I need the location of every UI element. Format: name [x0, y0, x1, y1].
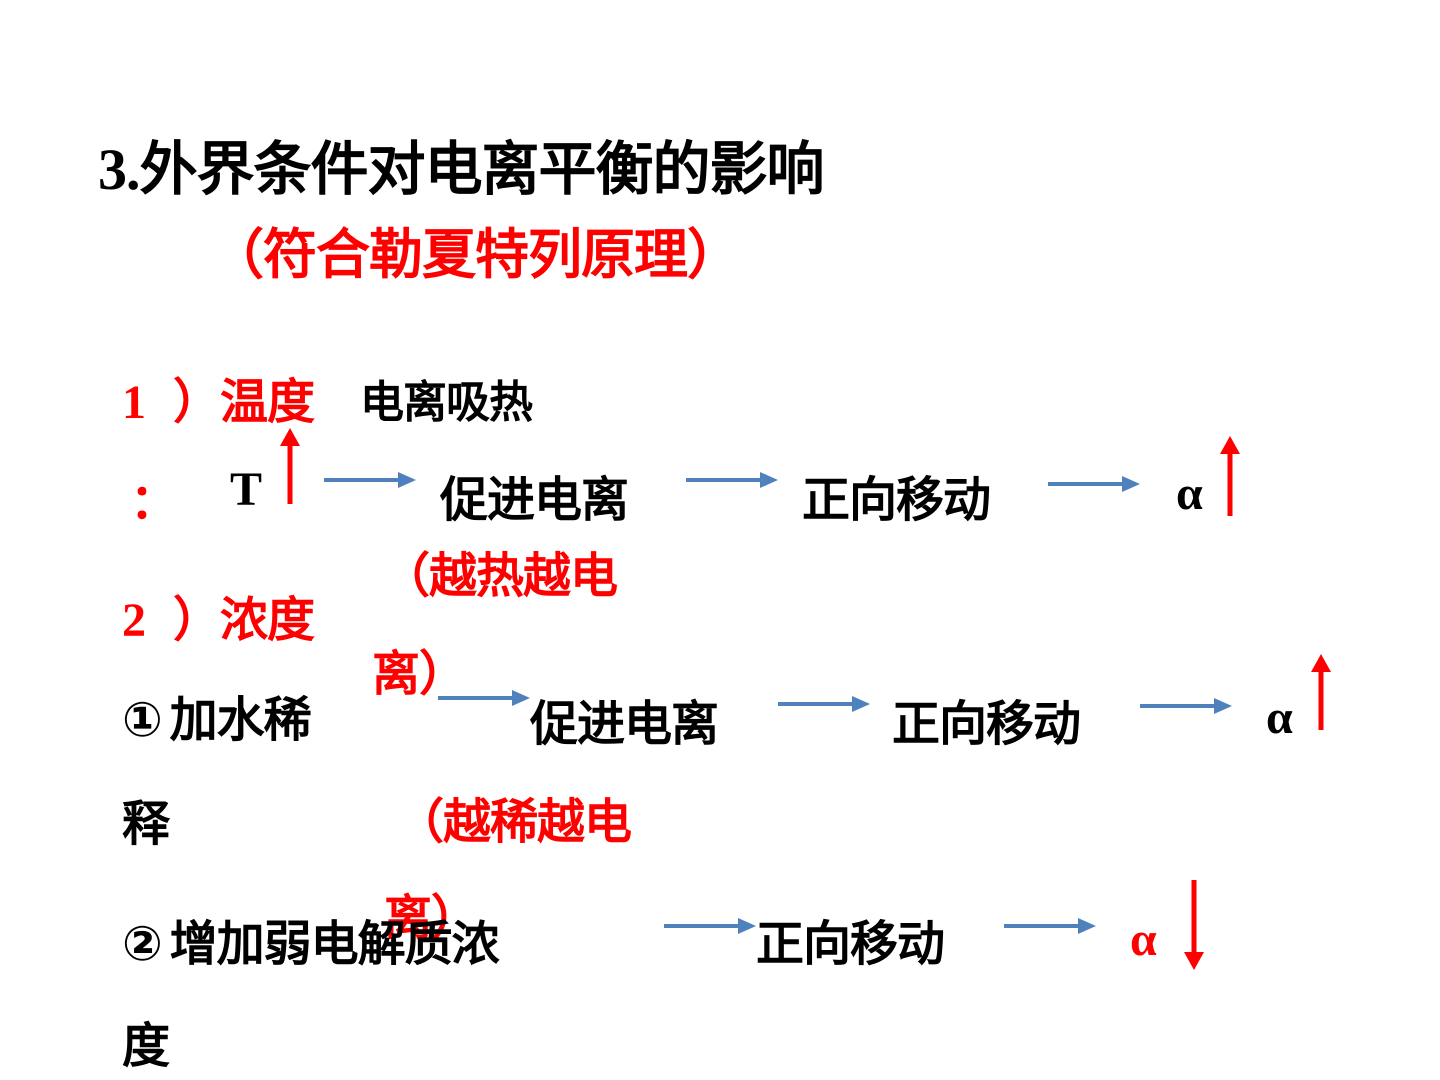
flow-arrow-icon — [1048, 476, 1140, 492]
flow-arrow-icon — [664, 918, 756, 934]
case1-result: α — [1266, 691, 1293, 744]
section2-label: 2 ）浓度 — [122, 580, 315, 650]
flow-arrow-icon — [438, 690, 530, 706]
down-arrow-icon — [1184, 880, 1204, 970]
title-text: 外界条件对电离平衡的影响 — [139, 135, 825, 203]
case1-hint-line1: （越稀越电 — [396, 794, 632, 850]
case2-marker: ② — [122, 916, 163, 972]
case2-text-line2: 度 — [122, 1018, 170, 1074]
case1-hint-line2: 离） — [384, 890, 479, 946]
flow-arrow-icon — [686, 472, 778, 488]
flow-arrow-icon — [1004, 918, 1096, 934]
section1-step-2: 正向移动 — [802, 472, 991, 528]
section1-var: T — [230, 463, 263, 516]
section1-hint-line2: 离） — [372, 646, 467, 702]
flow-arrow-icon — [324, 472, 416, 488]
case1-text-line2: 释 — [122, 796, 170, 852]
case2-step-1: 正向移动 — [756, 916, 945, 972]
section1-hint-line1: （越热越电 — [382, 548, 618, 604]
case2-result: α — [1130, 913, 1157, 966]
section1-number: 1 — [122, 376, 146, 429]
page-subtitle: （符合勒夏特列原理） — [210, 223, 741, 286]
case2-text: 增加弱电解质浓 — [169, 916, 500, 972]
title-number: 3. — [98, 137, 140, 202]
flow-arrow-icon — [1140, 698, 1232, 714]
case1-step-1: 促进电离 — [530, 696, 719, 752]
up-arrow-icon — [280, 428, 300, 504]
up-arrow-icon — [1311, 654, 1331, 730]
section1-title: ）温度 — [173, 374, 315, 430]
section1-result: α — [1176, 467, 1203, 520]
section1-step-1: 促进电离 — [440, 472, 629, 528]
section1-note: 电离吸热 — [360, 377, 533, 428]
flow-arrow-icon — [778, 696, 870, 712]
section1-label: 1 ）温度 — [122, 362, 315, 432]
case1-text: 加水稀 — [169, 692, 312, 748]
section2-number: 2 — [122, 594, 146, 647]
section1-colon: ： — [130, 474, 178, 530]
section2-title: ）浓度 — [173, 592, 315, 648]
page-title: 3.外界条件对电离平衡的影响 — [98, 122, 825, 206]
case1-step-2: 正向移动 — [892, 696, 1081, 752]
case1-marker: ① — [122, 692, 163, 748]
up-arrow-icon — [1220, 436, 1240, 516]
